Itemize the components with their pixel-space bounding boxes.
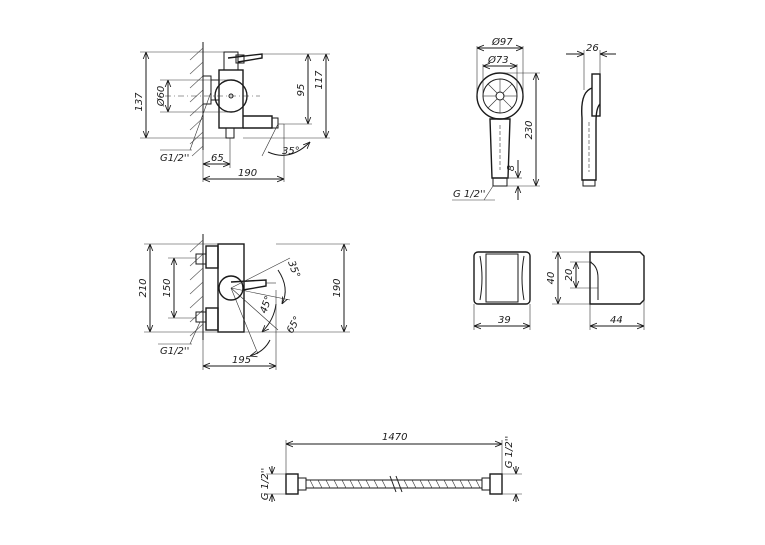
angle-35-top: 35°: [285, 259, 301, 279]
dim-44: 44: [610, 315, 623, 326]
thread-top: G1/2'': [160, 346, 189, 357]
wall-hatch: [189, 42, 204, 157]
dim-8: 8: [506, 165, 517, 171]
angle-35: 35°: [282, 146, 300, 157]
wall-hatch-top: [189, 234, 204, 340]
dim-230: 230: [524, 120, 535, 139]
dim-150: 150: [162, 278, 173, 297]
thread-shower: G 1/2'': [453, 189, 486, 200]
hand-shower-side: 26: [566, 43, 616, 187]
thread-hose-right: G 1/2'': [504, 436, 515, 469]
angle-45-top: 45°: [258, 295, 274, 315]
holder-side: 40 20 44: [546, 251, 645, 330]
dim-60: Ø60: [155, 86, 167, 108]
dim-190-side: 190: [238, 168, 257, 179]
dim-95: 95: [296, 84, 307, 97]
dim-20: 20: [564, 269, 575, 282]
dim-195: 195: [232, 355, 251, 366]
hand-shower-front: Ø97 Ø73 230 8 G 1/2'': [452, 36, 540, 201]
dim-210: 210: [138, 278, 149, 297]
angle-65-top: 65°: [285, 315, 303, 336]
mixer-top-view: 35° 45° 65° 210 150 190 G1/2'' 195: [138, 234, 350, 370]
dim-65: 65: [211, 153, 224, 164]
dim-40: 40: [546, 272, 557, 285]
thread-hose-left: G 1/2'': [260, 468, 271, 501]
dim-1470: 1470: [382, 432, 407, 443]
dim-97: Ø97: [491, 36, 513, 48]
dim-73: Ø73: [487, 54, 509, 66]
dim-117: 117: [314, 70, 325, 90]
dim-26: 26: [586, 43, 599, 54]
dim-137: 137: [134, 92, 145, 112]
thread-side: G1/2'': [160, 153, 189, 164]
dim-39: 39: [498, 315, 511, 326]
mixer-side-view: 137 Ø60 95 117 35° G1/2'' 65 190: [134, 42, 330, 182]
holder-front: 39: [473, 251, 531, 330]
dim-190-top: 190: [332, 278, 343, 297]
shower-hose: 1470 G 1/2'' G 1/2'': [260, 432, 522, 502]
